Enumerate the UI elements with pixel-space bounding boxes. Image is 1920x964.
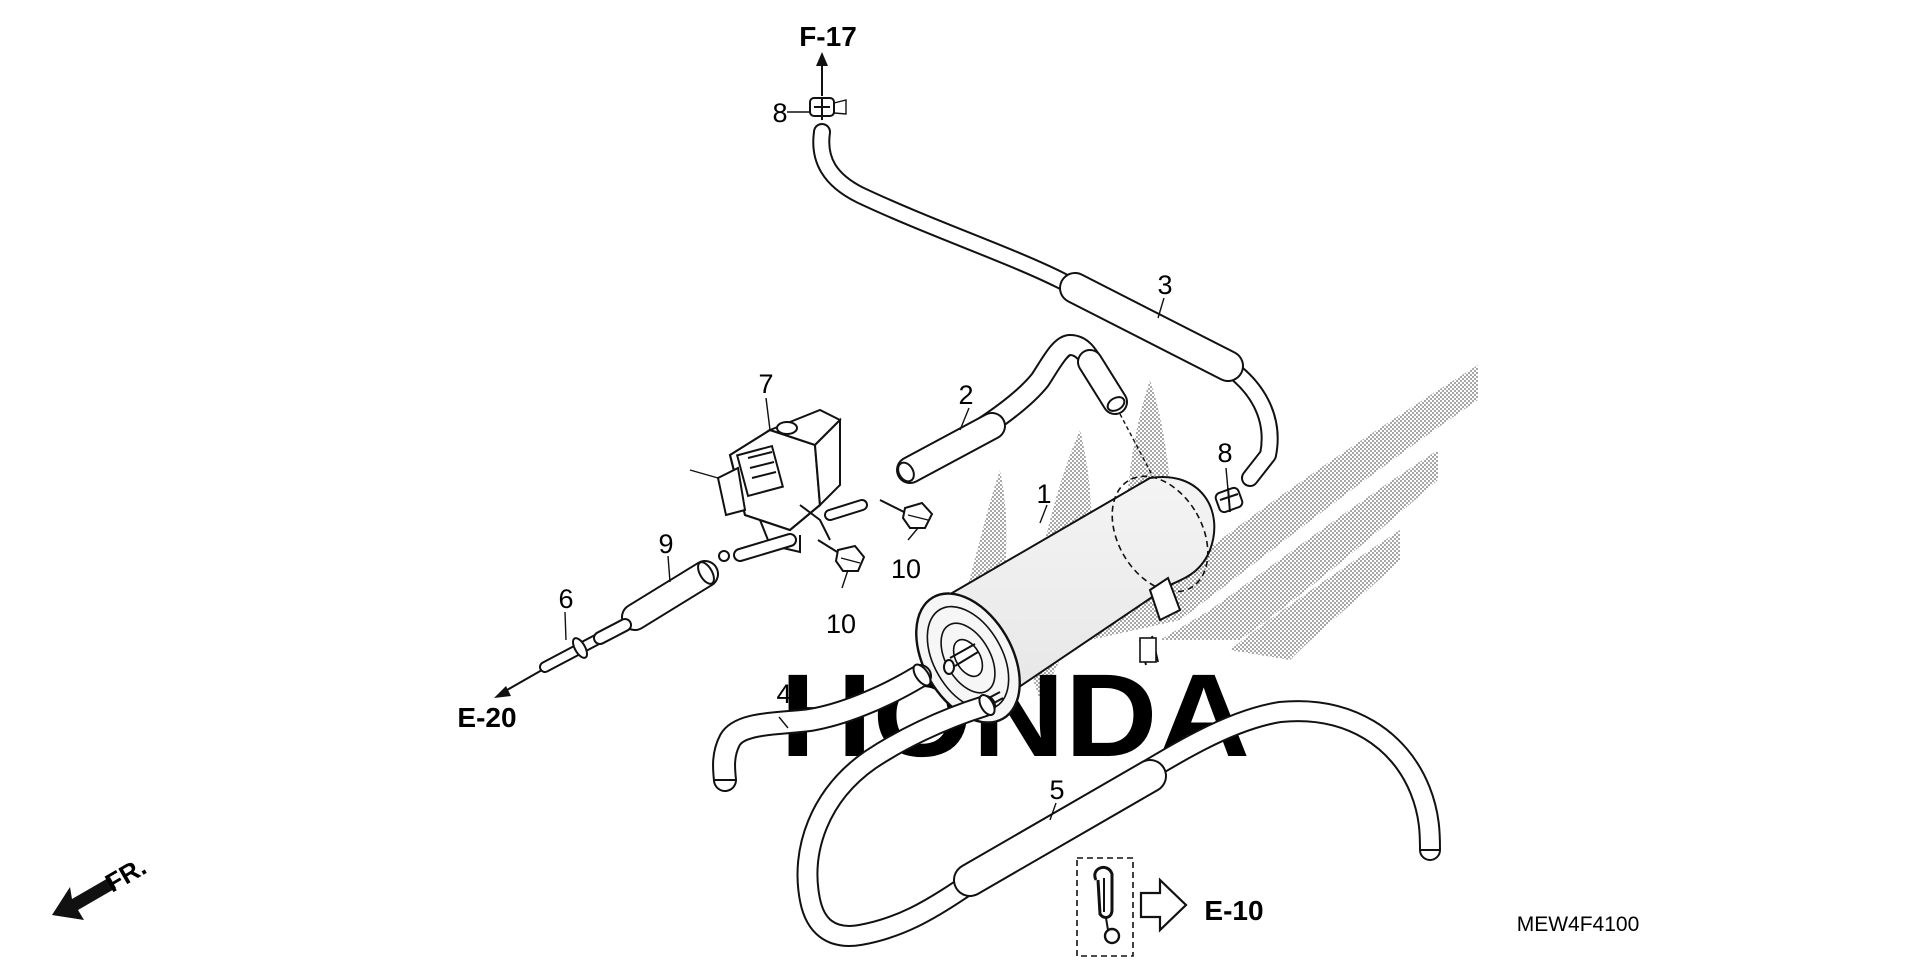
callout-10-upper: 10 [891,554,921,584]
callout-9: 9 [658,529,673,559]
hose-clamp-detail [1076,857,1134,957]
hose-3 [812,123,1279,487]
hose-clip-8-lower [1214,486,1244,514]
callout-4: 4 [776,679,791,709]
callout-8-lower: 8 [1217,438,1232,468]
tube-9 [621,560,719,631]
ref-e-20[interactable]: E-20 [457,702,516,733]
hose-clip-8-upper [809,97,847,120]
bolt-10-upper [879,499,934,529]
callout-2: 2 [958,380,973,410]
callout-10-lower: 10 [826,609,856,639]
callout-5: 5 [1049,775,1064,805]
hose-2 [896,334,1128,484]
callout-3: 3 [1157,270,1172,300]
hose-5 [796,694,1441,947]
hollow-arrow-icon [1139,877,1188,933]
diagram-code: MEW4F4100 [1517,913,1640,936]
front-arrow-icon [52,877,116,920]
callout-6: 6 [558,584,573,614]
ref-e-10[interactable]: E-10 [1204,895,1263,926]
ref-f-17[interactable]: F-17 [799,21,857,52]
hose-4 [712,663,932,792]
callout-8-upper: 8 [772,98,787,128]
purge-control-solenoid-valve-7 [689,408,868,562]
callout-7: 7 [758,369,773,399]
callout-1: 1 [1036,479,1051,509]
bolt-10-lower [817,539,866,572]
joint-6 [539,618,632,673]
